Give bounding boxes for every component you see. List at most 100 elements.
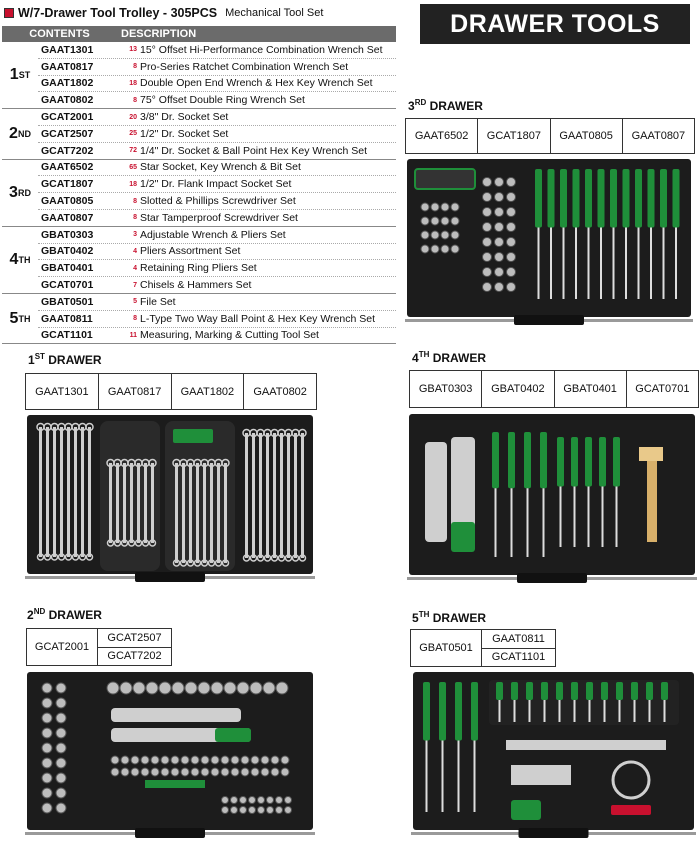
item-qty: 20 xyxy=(129,113,137,121)
item-qty: 11 xyxy=(129,331,137,339)
tool-tray-illustration xyxy=(405,159,693,325)
tool-tray-illustration xyxy=(25,415,315,582)
group-rows: GAAT6502 65 Star Socket, Key Wrench & Bi… xyxy=(38,160,396,226)
item-description: 75° Offset Double Ring Wrench Set xyxy=(140,94,305,107)
item-code: GAAT0805 xyxy=(41,195,94,208)
table-row: GAAT1301 13 15° Offset Hi-Performance Co… xyxy=(38,42,396,58)
item-code: GBAT0303 xyxy=(41,228,94,241)
title-bar: W/7-Drawer Tool Trolley - 305PCS Mechani… xyxy=(2,4,398,22)
drawer-code: GAAT0817 xyxy=(99,374,172,409)
item-code: GAAT6502 xyxy=(41,161,94,174)
table-row: GAAT0807 8 Star Tamperproof Screwdriver … xyxy=(38,208,396,226)
table-row: GAAT0817 8 Pro-Series Ratchet Combinatio… xyxy=(38,57,396,75)
drawer-3-title: 3RD DRAWER xyxy=(408,98,483,113)
item-description: Double Open End Wrench & Hex Key Wrench … xyxy=(140,77,373,90)
table-row: GCAT0701 7 Chisels & Hammers Set xyxy=(38,276,396,293)
item-description: Slotted & Phillips Screwdriver Set xyxy=(140,195,296,208)
drawer-1-title: 1ST DRAWER xyxy=(28,352,102,367)
red-square-icon xyxy=(4,8,14,18)
drawer-4-title: 4TH DRAWER xyxy=(412,350,487,365)
item-description: 1/2" Dr. Socket Set xyxy=(140,127,229,140)
item-description: Measuring, Marking & Cutting Tool Set xyxy=(140,329,319,342)
item-qty: 18 xyxy=(129,79,137,87)
tool-tray-illustration xyxy=(407,414,697,583)
col-contents: CONTENTS xyxy=(29,28,90,40)
item-qty: 13 xyxy=(129,46,137,54)
table-row: GBAT0401 4 Retaining Ring Pliers Set xyxy=(38,259,396,276)
drawer-code: GBAT0303 xyxy=(410,371,483,407)
item-code: GCAT1101 xyxy=(41,329,93,342)
item-qty: 4 xyxy=(133,247,137,255)
table-header: CONTENTS DESCRIPTION xyxy=(2,26,396,42)
item-description: 1/4" Dr. Socket & Ball Point Hex Key Wre… xyxy=(140,144,368,157)
item-code: GCAT1807 xyxy=(41,178,94,191)
item-code: GBAT0401 xyxy=(41,262,94,275)
item-qty: 65 xyxy=(129,163,137,171)
page-title: W/7-Drawer Tool Trolley - 305PCS xyxy=(18,6,218,20)
drawer-5-image xyxy=(411,670,696,842)
drawer-2-image xyxy=(25,670,315,842)
item-code: GAAT0817 xyxy=(41,60,94,73)
item-qty: 3 xyxy=(133,231,137,239)
table-row: GAAT0805 8 Slotted & Phillips Screwdrive… xyxy=(38,192,396,209)
table-row: GAAT0802 8 75° Offset Double Ring Wrench… xyxy=(38,91,396,108)
drawer-code: GAAT1301 xyxy=(26,374,99,409)
item-qty: 25 xyxy=(129,130,137,138)
item-description: Pliers Assortment Set xyxy=(140,245,241,258)
table-row: GCAT2001 20 3/8" Dr. Socket Set xyxy=(38,109,396,125)
drawer-code: GAAT1802 xyxy=(172,374,245,409)
drawer-code: GAAT6502 xyxy=(406,119,479,153)
tool-tray-illustration xyxy=(411,672,696,838)
item-code: GCAT7202 xyxy=(41,144,94,157)
item-code: GCAT2001 xyxy=(41,111,94,124)
table-row: GCAT2507 25 1/2" Dr. Socket Set xyxy=(38,124,396,142)
item-description: L-Type Two Way Ball Point & Hex Key Wren… xyxy=(140,312,375,325)
item-code: GBAT0402 xyxy=(41,245,94,258)
item-qty: 8 xyxy=(133,63,137,71)
item-qty: 18 xyxy=(129,180,137,188)
item-qty: 5 xyxy=(133,298,137,306)
item-qty: 72 xyxy=(129,147,137,155)
page-subtitle: Mechanical Tool Set xyxy=(225,7,324,19)
table-row: GBAT0501 5 File Set xyxy=(38,294,396,310)
table-row: GAAT0811 8 L-Type Two Way Ball Point & H… xyxy=(38,309,396,327)
item-qty: 8 xyxy=(133,197,137,205)
item-code: GAAT0807 xyxy=(41,211,94,224)
item-code: GAAT0802 xyxy=(41,94,94,107)
drawer-3-image xyxy=(405,157,693,329)
item-description: Adjustable Wrench & Pliers Set xyxy=(140,228,286,241)
item-qty: 4 xyxy=(133,264,137,272)
item-code: GBAT0501 xyxy=(41,295,94,308)
item-qty: 7 xyxy=(133,281,137,289)
drawer-code: GCAT2507 xyxy=(98,629,171,648)
group-rows: GBAT0303 3 Adjustable Wrench & Pliers Se… xyxy=(38,227,396,293)
item-description: Chisels & Hammers Set xyxy=(140,279,252,292)
item-description: 1/2" Dr. Flank Impact Socket Set xyxy=(140,178,292,191)
tool-tray-illustration xyxy=(25,672,315,838)
item-code: GAAT1802 xyxy=(41,77,94,90)
item-qty: 8 xyxy=(133,96,137,104)
drawer-tools-banner: DRAWER TOOLS xyxy=(420,4,690,44)
item-code: GCAT2507 xyxy=(41,127,94,140)
drawer-code: GAAT0802 xyxy=(253,385,307,398)
drawer-code: GCAT1807 xyxy=(478,119,551,153)
item-description: 15° Offset Hi-Performance Combination Wr… xyxy=(140,43,383,56)
drawer-code: GCAT7202 xyxy=(107,650,162,663)
col-description: DESCRIPTION xyxy=(121,28,197,40)
drawer-code: GAAT0807 xyxy=(631,130,686,142)
item-qty: 8 xyxy=(133,214,137,222)
